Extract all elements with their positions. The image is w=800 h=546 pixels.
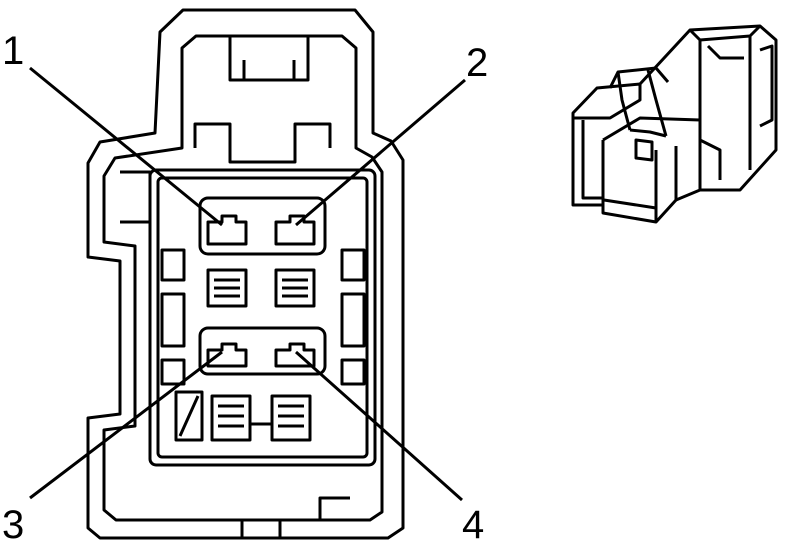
pin-label-4: 4 <box>462 503 484 546</box>
pin-label-3: 3 <box>2 503 24 546</box>
connector-isometric-icon <box>571 24 778 224</box>
leader-lines <box>29 66 466 502</box>
connector-face-icon <box>86 8 405 540</box>
pin-label-2: 2 <box>466 41 488 85</box>
pin-label-1: 1 <box>2 29 24 73</box>
